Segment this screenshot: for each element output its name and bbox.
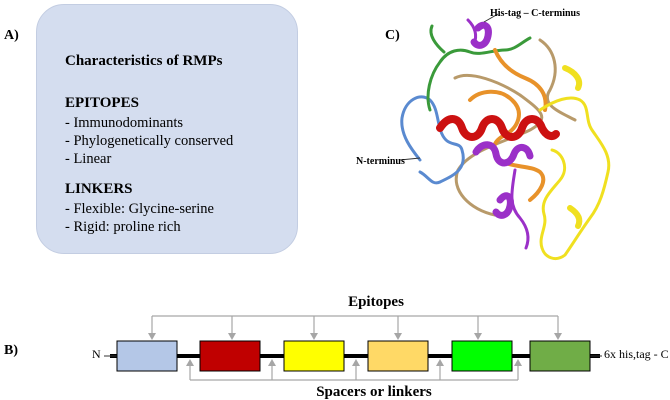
red-helix	[436, 115, 560, 141]
panel-c-letter: C)	[385, 28, 400, 43]
epitope-arrowhead	[148, 333, 156, 340]
epitope-arrowhead	[554, 333, 562, 340]
yellow-coil	[538, 96, 611, 260]
tan-coil	[453, 73, 544, 217]
yellow-coil	[567, 205, 583, 229]
epitope-segment	[451, 340, 513, 372]
linker-arrowhead	[186, 359, 194, 366]
tan-coil	[538, 38, 577, 122]
spacers-label: Spacers or linkers	[316, 384, 432, 400]
epitope-arrowhead	[228, 333, 236, 340]
epitope-segment	[199, 340, 261, 372]
linker-arrowhead	[268, 359, 276, 366]
linker-arrowhead	[514, 359, 522, 366]
epitope-segment	[116, 340, 178, 372]
epitope-item: - Phylogenetically conserved	[65, 133, 234, 149]
n-terminus-leader	[399, 157, 421, 161]
panel-b-letter: B)	[4, 343, 18, 358]
blue-coil	[400, 95, 465, 185]
linkers-heading: LINKERS	[65, 181, 133, 197]
purple-helix	[470, 21, 492, 49]
c-terminus-label: His-tag – C-terminus	[490, 8, 580, 19]
linker-arrowhead	[436, 359, 444, 366]
epitope-arrowhead	[310, 333, 318, 340]
epitopes-heading: EPITOPES	[65, 95, 139, 111]
epitope-segment	[367, 340, 429, 372]
linker-item: - Rigid: proline rich	[65, 219, 181, 235]
n-label: N	[92, 347, 101, 361]
epitope-segment	[283, 340, 345, 372]
yellow-coil	[562, 65, 583, 91]
purple-helix	[472, 141, 534, 167]
panel-a-letter: A)	[4, 28, 19, 43]
linker-item: - Flexible: Glycine-serine	[65, 201, 214, 217]
characteristics-title: Characteristics of RMPs	[65, 53, 223, 69]
epitopes-label: Epitopes	[348, 294, 404, 310]
c-label: 6x his,tag - C	[604, 347, 669, 361]
n-terminus-label: N-terminus	[356, 156, 405, 167]
purple-coil	[510, 168, 530, 250]
epitope-item: - Immunodominants	[65, 115, 184, 131]
construct	[104, 315, 602, 381]
orange-coil	[493, 48, 548, 112]
epitope-segment	[529, 340, 591, 372]
linker-arrowhead	[352, 359, 360, 366]
purple-helix	[492, 192, 514, 219]
c-terminus-leader	[483, 13, 499, 23]
green-coil	[426, 36, 532, 112]
green-coil	[429, 24, 446, 54]
epitope-arrowhead	[474, 333, 482, 340]
epitope-arrowhead	[394, 333, 402, 340]
characteristics-box: Characteristics of RMPs EPITOPES - Immun…	[36, 4, 298, 254]
epitope-item: - Linear	[65, 151, 112, 167]
